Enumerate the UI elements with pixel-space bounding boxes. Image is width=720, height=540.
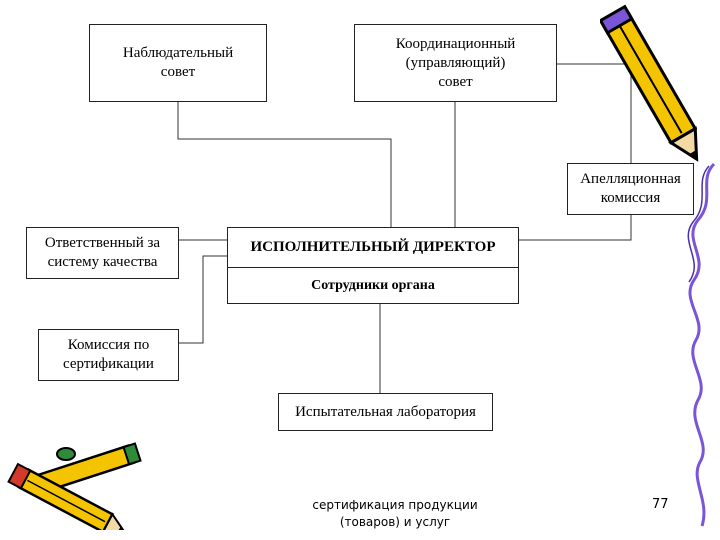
quality-officer-box: Ответственный за систему качества — [26, 227, 179, 279]
pencils-icon — [7, 442, 142, 530]
testing-lab-label: Испытательная лаборатория — [295, 403, 476, 420]
coordination-council-box: Координационный (управляющий) совет — [354, 24, 557, 102]
certification-commission-label: Комиссия по сертификации — [63, 337, 154, 372]
supervisory-council-label: Наблюдательный совет — [122, 45, 234, 80]
squiggle-line — [687, 162, 716, 527]
supervisory-council-box: Наблюдательный совет — [89, 24, 267, 102]
footer-caption: сертификация продукции (товаров) и услуг — [312, 498, 478, 529]
pencil-icon — [600, 4, 699, 162]
page-number: 77 — [652, 497, 669, 512]
coordination-council-label: Координационный (управляющий) совет — [395, 35, 516, 90]
certification-commission-box: Комиссия по сертификации — [38, 329, 179, 381]
appeal-commission-box: Апелляционная комиссия — [567, 163, 694, 215]
staff-label: Сотрудники органа — [311, 277, 435, 293]
executive-director-title: ИСПОЛНИТЕЛЬНЫЙ ДИРЕКТОР — [228, 228, 518, 268]
executive-director-box: ИСПОЛНИТЕЛЬНЫЙ ДИРЕКТОР Сотрудники орган… — [227, 227, 519, 304]
appeal-commission-label: Апелляционная комиссия — [580, 171, 681, 206]
testing-lab-box: Испытательная лаборатория — [278, 393, 493, 431]
quality-officer-label: Ответственный за систему качества — [44, 235, 161, 270]
